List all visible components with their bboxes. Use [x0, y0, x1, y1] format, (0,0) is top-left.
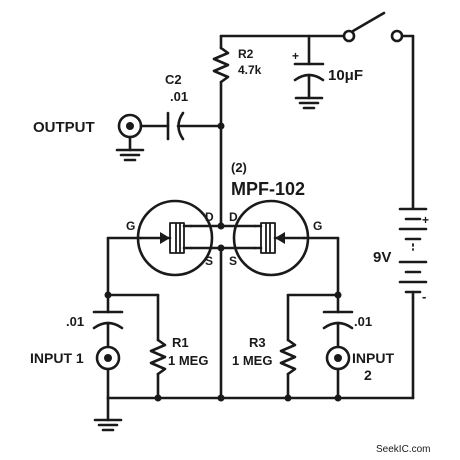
c-input2-value-label: .01 — [354, 314, 372, 329]
input-2-jack — [325, 345, 351, 400]
drain-source-wiring — [189, 122, 257, 400]
input-2-label: INPUT — [352, 350, 394, 366]
resistor-r1 — [149, 338, 167, 400]
right-input-wiring — [286, 236, 342, 342]
input-2-number-label: 2 — [364, 367, 372, 383]
battery-minus-label: - — [422, 289, 426, 304]
gate-left-label: G — [126, 219, 135, 233]
input-1-jack — [95, 345, 121, 400]
c-input1-value-label: .01 — [66, 314, 84, 329]
c2-value-label: .01 — [170, 89, 188, 104]
jfet-left — [136, 199, 214, 277]
r3-value-label: 1 MEG — [232, 353, 272, 368]
supply-rail — [219, 34, 415, 400]
watermark: SeekIC.com — [376, 444, 430, 455]
battery-9v — [398, 207, 428, 300]
fet-part-label: MPF-102 — [231, 179, 305, 199]
r2-value-label: 4.7k — [238, 63, 262, 77]
c2-name-label: C2 — [165, 72, 182, 87]
r1-name-label: R1 — [172, 335, 189, 350]
drain-left-label: D — [205, 210, 214, 224]
capacitor-input-2 — [322, 310, 354, 348]
capacitor-c2 — [139, 111, 223, 141]
drain-right-label: D — [229, 210, 238, 224]
left-input-wiring — [104, 236, 160, 342]
input-1-label: INPUT 1 — [30, 350, 84, 366]
gate-right-label: G — [313, 219, 322, 233]
r2-name-label: R2 — [238, 47, 254, 61]
capacitor-input-1 — [92, 310, 124, 348]
r3-name-label: R3 — [249, 335, 266, 350]
ground-rail — [93, 394, 415, 432]
resistor-r2 — [212, 34, 230, 228]
source-right-label: S — [229, 254, 237, 268]
output-label: OUTPUT — [33, 119, 95, 136]
jfet-right — [232, 199, 310, 277]
cap-10uf-plus-label: + — [292, 49, 299, 63]
source-left-label: S — [205, 254, 213, 268]
cap-10uf-value-label: 10μF — [328, 67, 363, 84]
resistor-r3 — [279, 338, 297, 400]
power-switch — [342, 11, 404, 43]
fet-quantity-label: (2) — [231, 160, 247, 175]
r1-value-label: 1 MEG — [168, 353, 208, 368]
battery-value-label: 9V — [373, 249, 391, 266]
capacitor-10uf — [293, 62, 325, 110]
output-jack — [115, 113, 145, 162]
battery-plus-label: + — [422, 213, 429, 227]
